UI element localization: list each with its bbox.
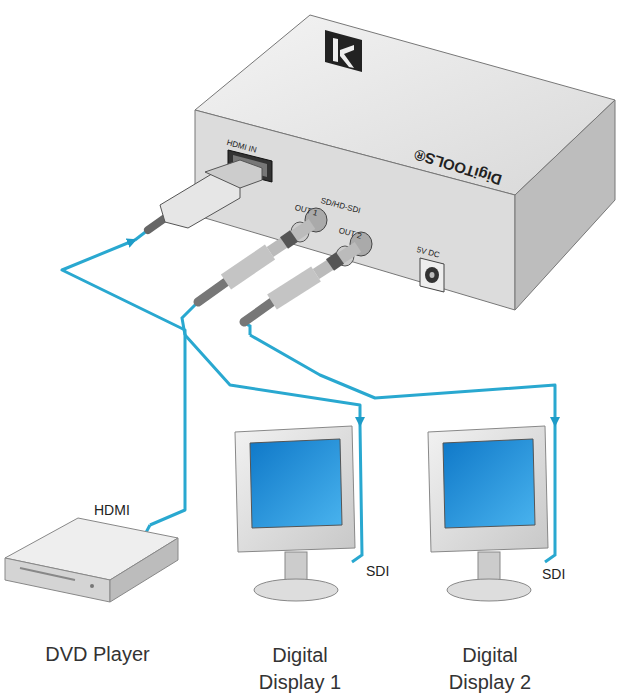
port-label-holder: HDMI IN xyxy=(228,138,259,147)
cable-connector xyxy=(250,335,555,425)
cable-label: HDMI xyxy=(92,502,132,518)
bnc-plug xyxy=(242,247,358,335)
port-label-holder: 5V DC xyxy=(418,245,442,254)
cable-connector xyxy=(62,240,185,525)
monitor xyxy=(235,425,362,601)
port-label-holder: OUT 2 xyxy=(340,226,363,235)
cable-label: SDI xyxy=(540,566,567,582)
brand-name: DigiTOOLS® xyxy=(393,139,523,194)
device-node: Digital Display 2 xyxy=(410,425,570,698)
device-caption: Digital Display 2 xyxy=(430,642,550,696)
device-housing xyxy=(195,15,615,310)
cable-label-holder: HDMI xyxy=(92,502,132,518)
device-caption: DVD Player xyxy=(5,641,190,668)
hdmi-plug xyxy=(135,160,262,240)
cable-label-holder: SDI xyxy=(540,566,567,582)
device-node: Digital Display 1 xyxy=(220,425,380,698)
cable-label-holder: SDI xyxy=(364,563,391,579)
cable-label: SDI xyxy=(364,563,391,579)
port-label-holder: OUT 1 xyxy=(296,203,319,212)
device-caption: Digital Display 1 xyxy=(240,642,360,696)
device-body: DigiTOOLS® xyxy=(135,10,620,335)
dvd-player xyxy=(5,518,178,602)
monitor xyxy=(428,425,555,601)
device-node: DVD Player xyxy=(5,525,190,685)
port-label-holder: SD/HD-SDI xyxy=(322,196,363,205)
